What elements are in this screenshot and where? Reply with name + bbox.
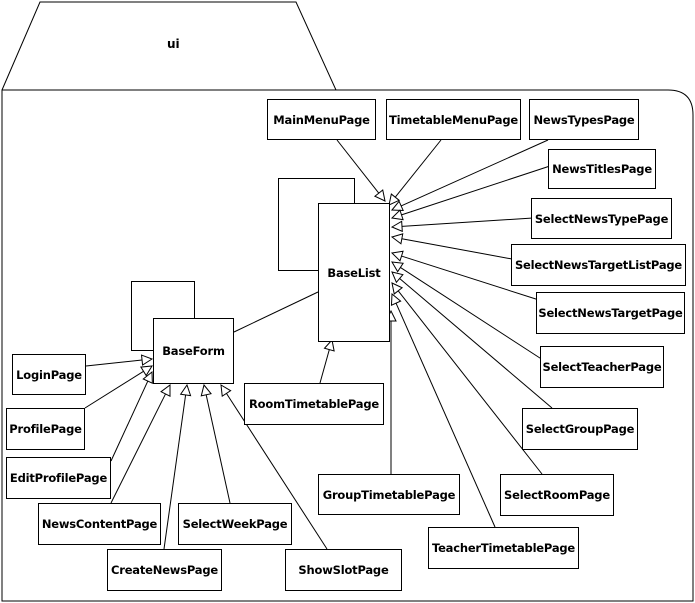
generalization-show-slot-page	[220, 384, 328, 550]
class-select-week-page[interactable]: SelectWeekPage	[178, 503, 292, 545]
generalization-main-menu-page	[336, 139, 386, 202]
relations-layer	[84, 139, 554, 550]
class-base-list[interactable]: BaseList	[318, 203, 390, 342]
generalization-select-news-type-page	[390, 217, 534, 233]
class-main-menu-page[interactable]: MainMenuPage	[267, 99, 376, 140]
class-create-news-page[interactable]: CreateNewsPage	[107, 549, 222, 591]
generalization-news-titles-page	[390, 164, 554, 221]
generalization-select-news-target-list-page	[390, 233, 513, 260]
association-base-form	[233, 291, 319, 333]
generalization-select-news-target-page	[390, 250, 540, 301]
class-news-types-page[interactable]: NewsTypesPage	[529, 99, 639, 140]
generalization-room-timetable-page	[319, 338, 335, 384]
class-news-content-page[interactable]: NewsContentPage	[38, 503, 161, 545]
generalization-select-week-page	[200, 383, 231, 504]
class-login-page[interactable]: LoginPage	[12, 354, 86, 395]
generalization-profile-page	[84, 365, 153, 409]
generalization-select-group-page	[391, 271, 553, 409]
package-name: ui	[167, 37, 180, 51]
class-select-room-page[interactable]: SelectRoomPage	[500, 474, 614, 516]
class-select-news-target-list-page[interactable]: SelectNewsTargetListPage	[511, 244, 686, 286]
class-select-teacher-page[interactable]: SelectTeacherPage	[540, 346, 664, 388]
class-news-titles-page[interactable]: NewsTitlesPage	[548, 149, 656, 189]
class-timetable-menu-page[interactable]: TimetableMenuPage	[386, 99, 521, 140]
generalization-create-news-page	[163, 383, 192, 550]
class-profile-page[interactable]: ProfilePage	[6, 408, 85, 450]
generalization-teacher-timetable-page	[390, 292, 496, 528]
class-teacher-timetable-page[interactable]: TeacherTimetablePage	[428, 527, 579, 569]
class-group-timetable-page[interactable]: GroupTimetablePage	[318, 474, 460, 515]
generalization-news-types-page	[390, 139, 549, 212]
class-select-group-page[interactable]: SelectGroupPage	[522, 408, 638, 450]
generalization-news-content-page	[110, 384, 171, 504]
generalization-select-teacher-page	[391, 261, 544, 361]
generalization-timetable-menu-page	[388, 139, 442, 206]
class-room-timetable-page[interactable]: RoomTimetablePage	[244, 383, 384, 425]
class-select-news-target-page[interactable]: SelectNewsTargetPage	[536, 292, 685, 334]
generalization-login-page	[85, 354, 154, 367]
class-edit-profile-page[interactable]: EditProfilePage	[6, 457, 111, 499]
class-show-slot-page[interactable]: ShowSlotPage	[285, 549, 402, 591]
class-base-form[interactable]: BaseForm	[153, 318, 234, 384]
class-select-news-type-page[interactable]: SelectNewsTypePage	[531, 198, 672, 239]
generalization-edit-profile-page	[110, 370, 153, 462]
generalization-select-room-page	[391, 282, 543, 475]
